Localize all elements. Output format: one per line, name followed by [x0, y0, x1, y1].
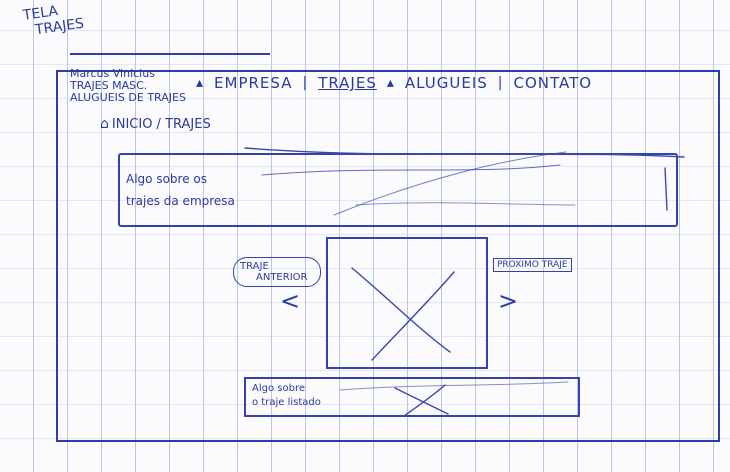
sheet-label: TELA TRAJES [22, 0, 85, 40]
intro-line-2: trajes da empresa [126, 194, 235, 208]
home-icon[interactable]: ⌂ [100, 116, 109, 132]
nav-item-contato[interactable]: CONTATO [513, 74, 593, 92]
nav-item-trajes[interactable]: TRAJES [318, 74, 377, 92]
main-nav: ▴ EMPRESA | TRAJES ▴ ALUGUEIS | CONTATO [186, 74, 592, 92]
page-frame [56, 70, 720, 442]
suit-image-placeholder [326, 237, 488, 369]
brand-tagline-2: ALUGUEIS DE TRAJES [70, 91, 186, 104]
intro-line-1: Algo sobre os [126, 172, 207, 186]
brand-name: Marcus Vinicius [70, 67, 155, 80]
intro-text: Algo sobre os trajes da empresa [126, 168, 266, 212]
frame-top-line [70, 53, 270, 55]
next-suit-label[interactable]: PROXIMO TRAJE [493, 258, 572, 272]
chevron-right-icon[interactable]: > [498, 287, 519, 315]
nav-bullet-icon: ▴ [196, 75, 205, 91]
breadcrumb: ⌂ INICIO / TRAJES [100, 116, 211, 132]
nav-separator: | [302, 75, 309, 91]
breadcrumb-text[interactable]: INICIO / TRAJES [111, 116, 211, 132]
prev-suit-label[interactable]: TRAJE ANTERIOR [233, 257, 321, 287]
chevron-left-icon[interactable]: < [280, 287, 301, 315]
detail-line-2: o traje listado [252, 397, 321, 408]
detail-line-1: Algo sobre [252, 383, 305, 394]
suit-description-text: Algo sobre o traje listado [252, 382, 362, 410]
nav-item-alugueis[interactable]: ALUGUEIS [404, 74, 488, 92]
prev-label-line-1: TRAJE [240, 261, 269, 272]
brand-tagline-1: TRAJES MASC. [70, 79, 148, 92]
brand-logo[interactable]: Marcus Vinicius TRAJES MASC. ALUGUEIS DE… [70, 68, 186, 104]
prev-label-line-2: ANTERIOR [256, 272, 308, 283]
nav-separator: | [497, 75, 504, 91]
nav-bullet-icon: ▴ [386, 75, 395, 91]
nav-item-empresa[interactable]: EMPRESA [214, 74, 293, 92]
